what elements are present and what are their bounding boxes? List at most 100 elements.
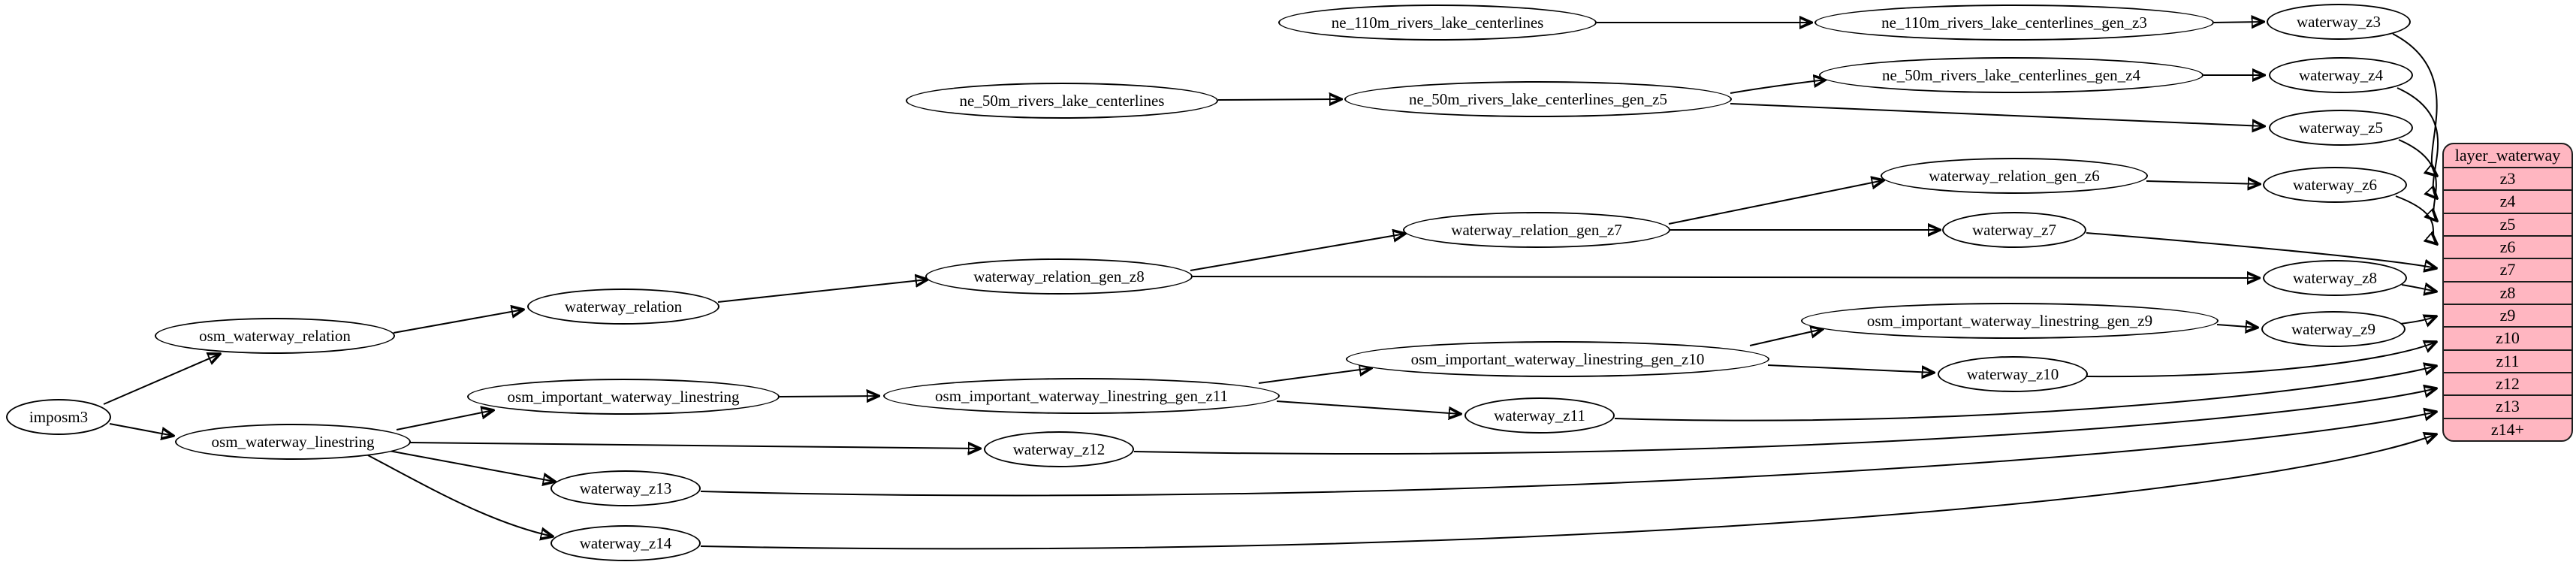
node-ne110m-rivers-lake-centerlines: ne_110m_rivers_lake_centerlines [1278,5,1597,41]
node-waterway-z8: waterway_z8 [2263,260,2407,296]
node-osm-important-waterway-linestring-gen-z11: osm_important_waterway_linestring_gen_z1… [883,378,1280,414]
node-osm-important-waterway-linestring-gen-z11-label: osm_important_waterway_linestring_gen_z1… [935,386,1228,405]
edge-waterway-z3-to-row-z3 [2392,33,2437,176]
edge-gen-z9-to-waterway-z9 [2216,325,2258,328]
node-osm-waterway-linestring-label: osm_waterway_linestring [211,432,375,451]
edge-gen-z11-to-waterway-z11 [1276,400,1461,414]
edge-ne50m-gen-z5-to-waterway-z5 [1730,103,2264,126]
edge-waterway-z8-to-row-z8 [2401,285,2436,292]
node-ne50m-rivers-lake-centerlines-gen-z5: ne_50m_rivers_lake_centerlines_gen_z5 [1344,81,1732,117]
edge-waterway-relation-gen-z7-to-waterway-relation-gen-z6 [1668,180,1884,225]
table-row-z13: z13 [2444,394,2571,417]
node-waterway-z6: waterway_z6 [2263,167,2407,203]
node-waterway-relation-gen-z7-label: waterway_relation_gen_z7 [1451,220,1622,239]
node-waterway-z13-label: waterway_z13 [579,479,672,497]
node-waterway-relation-gen-z7: waterway_relation_gen_z7 [1403,212,1670,248]
edge-gen-z10-to-waterway-z10 [1767,364,1934,373]
node-waterway-relation-label: waterway_relation [564,297,683,316]
node-waterway-z5-label: waterway_z5 [2299,118,2383,137]
edge-ne110m-gen-z3-to-waterway-z3 [2213,22,2264,23]
node-ne50m-rivers-lake-centerlines-gen-z5-label: ne_50m_rivers_lake_centerlines_gen_z5 [1408,89,1668,108]
node-osm-waterway-relation-label: osm_waterway_relation [199,326,351,345]
table-layer-waterway: layer_waterway z3 z4 z5 z6 z7 z8 z9 z10 … [2442,143,2573,442]
edge-osm-waterway-linestring-to-waterway-z14 [367,455,553,536]
node-waterway-z3: waterway_z3 [2267,4,2411,40]
table-row-z9: z9 [2444,303,2571,326]
node-waterway-z12: waterway_z12 [984,431,1134,467]
node-waterway-z9-label: waterway_z9 [2291,319,2375,338]
table-row-z10: z10 [2444,326,2571,349]
node-ne50m-rivers-lake-centerlines-label: ne_50m_rivers_lake_centerlines [959,91,1165,110]
table-row-z12: z12 [2444,371,2571,394]
edge-osm-waterway-linestring-to-waterway-z13 [388,450,555,482]
edge-waterway-relation-gen-z6-to-waterway-z6 [2146,181,2260,184]
node-ne50m-rivers-lake-centerlines-gen-z4: ne_50m_rivers_lake_centerlines_gen_z4 [1819,57,2203,93]
edge-waterway-z12-to-row-z12 [1133,388,2436,455]
edge-waterway-z4-to-row-z4 [2397,87,2438,198]
edge-osm-waterway-relation-to-waterway-relation [393,310,523,334]
node-osm-waterway-linestring: osm_waterway_linestring [175,424,411,460]
node-waterway-z10: waterway_z10 [1938,356,2088,392]
node-waterway-z7-label: waterway_z7 [1972,220,2056,239]
node-waterway-z9: waterway_z9 [2261,311,2406,347]
node-waterway-relation: waterway_relation [527,289,719,325]
edge-ne50m-gen-z5-to-ne50m-gen-z4 [1730,80,1826,94]
table-row-z4: z4 [2444,189,2571,212]
node-osm-important-waterway-linestring-gen-z10: osm_important_waterway_linestring_gen_z1… [1346,341,1769,377]
edge-waterway-relation-gen-z8-to-waterway-relation-gen-z7 [1190,234,1405,271]
node-osm-important-waterway-linestring-gen-z10-label: osm_important_waterway_linestring_gen_z1… [1410,349,1705,368]
node-waterway-z10-label: waterway_z10 [1966,364,2059,383]
table-row-z3: z3 [2444,167,2571,189]
node-osm-waterway-relation: osm_waterway_relation [155,318,395,354]
edge-waterway-relation-gen-z8-to-waterway-z8 [1192,276,2259,278]
edge-waterway-z6-to-row-z6 [2395,195,2437,244]
node-imposm3: imposm3 [6,399,111,435]
node-ne110m-rivers-lake-centerlines-gen-z3: ne_110m_rivers_lake_centerlines_gen_z3 [1814,5,2214,41]
table-row-z5: z5 [2444,212,2571,235]
node-waterway-z8-label: waterway_z8 [2293,268,2377,287]
table-row-z6: z6 [2444,234,2571,258]
node-osm-important-waterway-linestring: osm_important_waterway_linestring [467,379,780,415]
node-waterway-z5: waterway_z5 [2269,110,2413,146]
node-ne50m-rivers-lake-centerlines-gen-z4-label: ne_50m_rivers_lake_centerlines_gen_z4 [1881,65,2141,84]
table-row-z7: z7 [2444,258,2571,280]
edge-osm-waterway-linestring-to-waterway-z12 [409,443,980,449]
edge-imposm3-to-osm-waterway-relation [103,354,220,405]
node-waterway-relation-gen-z8: waterway_relation_gen_z8 [925,258,1193,295]
table-row-z14plus: z14+ [2444,417,2571,440]
edge-imposm3-to-osm-waterway-linestring [109,423,173,436]
node-osm-important-waterway-linestring-gen-z9-label: osm_important_waterway_linestring_gen_z9 [1866,311,2153,330]
node-waterway-z7: waterway_z7 [1942,212,2086,248]
edge-waterway-z10-to-row-z10 [2086,342,2436,378]
node-ne110m-rivers-lake-centerlines-label: ne_110m_rivers_lake_centerlines [1331,13,1544,32]
edge-waterway-z5-to-row-z5 [2398,139,2437,221]
node-waterway-z6-label: waterway_z6 [2293,175,2377,194]
node-osm-important-waterway-linestring-gen-z9: osm_important_waterway_linestring_gen_z9 [1801,303,2219,339]
edge-osm-important-waterway-linestring-to-gen-z11 [779,396,879,397]
node-waterway-z14: waterway_z14 [550,525,701,561]
edge-waterway-z13-to-row-z13 [700,412,2436,497]
edge-osm-waterway-linestring-to-osm-important-waterway-linestring [396,410,493,431]
node-waterway-z4-label: waterway_z4 [2299,65,2383,84]
node-waterway-z3-label: waterway_z3 [2297,12,2381,31]
edge-waterway-z14-to-row-z14 [700,434,2436,550]
node-waterway-z13: waterway_z13 [550,470,701,506]
node-waterway-z11: waterway_z11 [1464,397,1615,434]
node-imposm3-label: imposm3 [29,407,89,426]
node-waterway-relation-gen-z6-label: waterway_relation_gen_z6 [1929,166,2100,185]
node-ne50m-rivers-lake-centerlines: ne_50m_rivers_lake_centerlines [906,83,1218,119]
node-osm-important-waterway-linestring-label: osm_important_waterway_linestring [507,387,740,406]
edge-waterway-z9-to-row-z9 [2400,316,2436,324]
edge-waterway-z11-to-row-z11 [1614,366,2436,421]
node-waterway-z11-label: waterway_z11 [1494,406,1585,425]
table-row-z11: z11 [2444,349,2571,372]
table-row-z8: z8 [2444,280,2571,304]
edge-waterway-relation-to-waterway-relation-gen-z8 [717,279,928,303]
node-waterway-z12-label: waterway_z12 [1012,440,1106,458]
node-waterway-z4: waterway_z4 [2269,57,2413,93]
node-waterway-relation-gen-z6: waterway_relation_gen_z6 [1881,158,2148,194]
edge-waterway-z7-to-row-z7 [2086,232,2436,268]
table-header: layer_waterway [2454,146,2561,165]
